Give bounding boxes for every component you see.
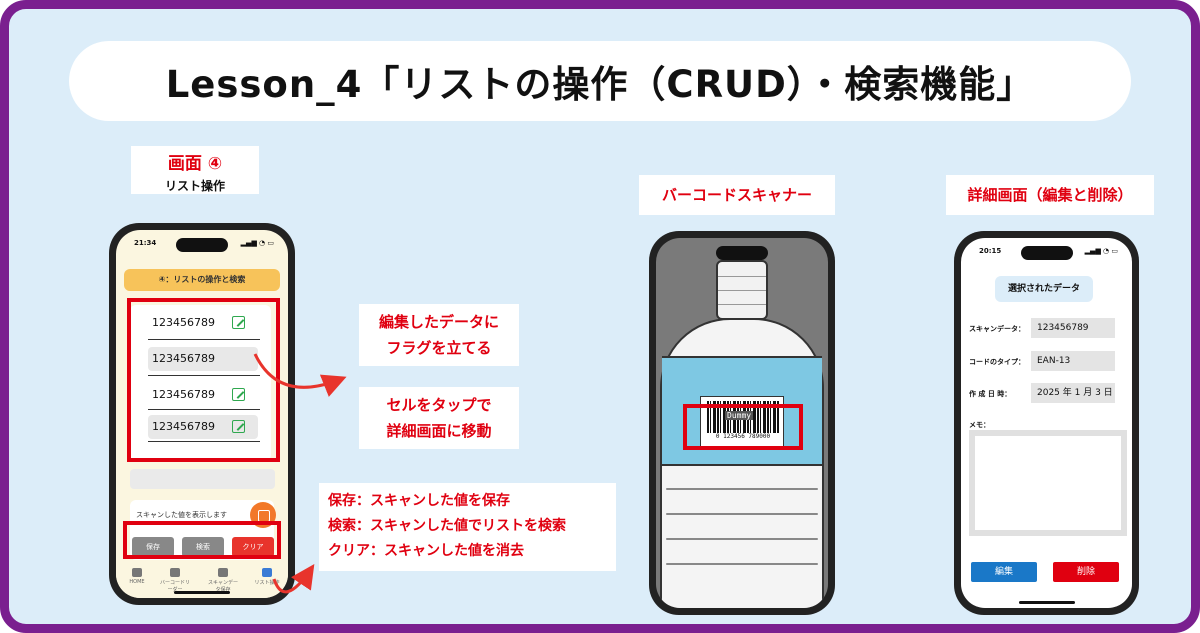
detail-phone: 20:15 ▂▄▆ ◔ ▭ 選択されたデータ スキャンデータ： 12345678… xyxy=(954,231,1139,615)
buttons-callout: 保存：スキャンした値を保存 検索：スキャンした値でリストを検索 クリア：スキャン… xyxy=(319,483,616,571)
list-item-value: 123456789 xyxy=(152,388,215,401)
tap-callout: セルをタップで 詳細画面に移動 xyxy=(359,387,519,449)
arrow-to-buttons-callout xyxy=(272,564,315,594)
tap-callout-line1: セルをタップで xyxy=(386,396,492,414)
edit-flag-icon xyxy=(232,388,245,401)
screen-name-label: リスト操作 xyxy=(164,179,225,193)
dynamic-island xyxy=(716,246,768,260)
arrow-to-list-callout xyxy=(253,353,347,397)
list-icon xyxy=(262,568,272,577)
list-item[interactable]: 123456789 xyxy=(148,311,258,335)
list-card: 123456789 123456789 123456789 123456789 xyxy=(130,305,271,461)
scan-value-text: スキャンした値を表示します xyxy=(136,511,227,519)
list-screen: 21:34 ▂▄▆ ◔ ▭ ④：リストの操作と検索 123456789 1234… xyxy=(116,230,288,598)
tab-list[interactable]: リスト操作 xyxy=(250,568,284,586)
field-value-scan: 123456789 xyxy=(1031,318,1115,338)
edit-flag-icon xyxy=(232,316,245,329)
barcode-highlight-frame xyxy=(683,404,803,450)
list-phone: 21:34 ▂▄▆ ◔ ▭ ④：リストの操作と検索 123456789 1234… xyxy=(109,223,295,605)
tab-barcode-reader[interactable]: バーコードリーダー xyxy=(158,568,192,593)
tab-save-data[interactable]: スキャンデータ保存 xyxy=(206,568,240,593)
tap-callout-line2: 詳細画面に移動 xyxy=(386,422,492,440)
row-divider xyxy=(148,441,260,442)
barcode-label: Dummy xyxy=(725,411,754,420)
home-indicator xyxy=(1018,601,1075,604)
tab-bar: HOME バーコードリーダー スキャンデータ保存 リスト操作 xyxy=(116,564,288,598)
list-header: ④：リストの操作と検索 xyxy=(124,269,280,291)
status-icons: ▂▄▆ ◔ ▭ xyxy=(1084,247,1118,255)
search-description: 検索：スキャンした値でリストを検索 xyxy=(328,518,566,534)
save-description: 保存：スキャンした値を保存 xyxy=(328,493,510,509)
buttons-highlight-frame xyxy=(123,521,281,559)
detail-screen: 20:15 ▂▄▆ ◔ ▭ 選択されたデータ スキャンデータ： 12345678… xyxy=(961,238,1132,608)
bottle-cap xyxy=(716,260,768,320)
list-item-value: 123456789 xyxy=(152,352,215,365)
list-item[interactable]: 123456789 xyxy=(148,415,258,439)
tab-home[interactable]: HOME xyxy=(120,568,154,585)
bottle-rib xyxy=(666,563,818,565)
field-value-date: 2025 年 1 月 3 日 xyxy=(1031,383,1115,403)
row-divider xyxy=(148,375,260,376)
slide-title: Lesson_4「リストの操作（CRUD）・検索機能」 xyxy=(165,63,1035,106)
status-icons: ▂▄▆ ◔ ▭ xyxy=(240,239,274,247)
box-icon xyxy=(218,568,228,577)
field-value-type: EAN-13 xyxy=(1031,351,1115,371)
edit-flag-icon xyxy=(232,420,245,433)
list-item-value: 123456789 xyxy=(152,316,215,329)
edit-button[interactable]: 編集 xyxy=(971,562,1037,582)
flag-callout-line2: フラグを立てる xyxy=(386,339,492,357)
list-item[interactable]: 123456789 xyxy=(148,347,258,371)
detail-title: 選択されたデータ xyxy=(995,276,1093,302)
save-button[interactable]: 保存 xyxy=(132,537,174,557)
screen-label-box: 画面 ④ リスト操作 xyxy=(131,146,259,194)
status-time: 20:15 xyxy=(979,247,1002,255)
title-banner: Lesson_4「リストの操作（CRUD）・検索機能」 xyxy=(69,41,1131,121)
list-item[interactable]: 123456789 xyxy=(148,383,258,407)
clear-button[interactable]: クリア xyxy=(232,537,274,557)
bottle-rib xyxy=(666,538,818,540)
home-indicator xyxy=(174,591,230,594)
bottle-rib xyxy=(666,488,818,490)
flag-callout: 編集したデータに フラグを立てる xyxy=(359,304,519,366)
field-label-scan: スキャンデータ： xyxy=(969,325,1025,333)
memo-input[interactable] xyxy=(975,436,1121,530)
list-item-value: 123456789 xyxy=(152,420,215,433)
field-label-date: 作 成 日 時： xyxy=(969,390,1012,398)
dynamic-island xyxy=(1020,246,1073,260)
home-icon xyxy=(132,568,142,577)
row-divider xyxy=(148,339,260,340)
field-label-type: コードのタイプ： xyxy=(969,358,1025,366)
search-result-bar xyxy=(130,469,275,489)
detail-label: 詳細画面（編集と削除） xyxy=(946,175,1154,215)
bottle-rib xyxy=(666,513,818,515)
screen-number-label: 画面 ④ xyxy=(167,154,223,174)
dynamic-island xyxy=(176,238,228,252)
row-divider xyxy=(148,409,260,410)
callout-arrows xyxy=(253,353,347,594)
barcode-icon xyxy=(170,568,180,577)
scanner-label: バーコードスキャナー xyxy=(639,175,835,215)
clear-description: クリア：スキャンした値を消去 xyxy=(328,543,524,559)
flag-callout-line1: 編集したデータに xyxy=(378,313,499,331)
search-button[interactable]: 検索 xyxy=(182,537,224,557)
status-time: 21:34 xyxy=(134,239,157,247)
memo-label: メモ： xyxy=(969,421,990,429)
memo-area xyxy=(969,430,1127,536)
barcode-digits: 0 123456 789000 xyxy=(715,433,771,440)
delete-button[interactable]: 削除 xyxy=(1053,562,1119,582)
